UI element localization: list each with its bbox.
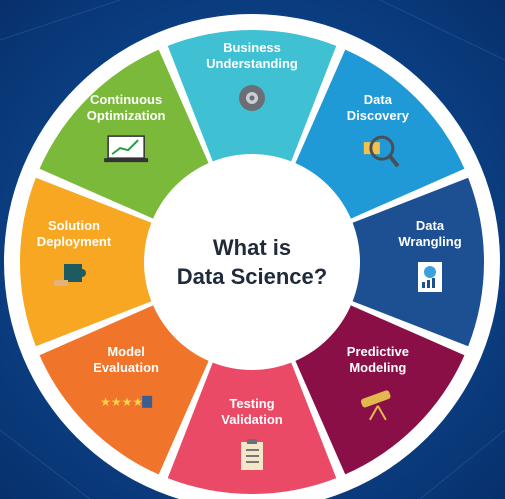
gear-head-icon <box>239 85 265 111</box>
segment-label: Validation <box>221 412 282 427</box>
segment-label: Understanding <box>206 56 298 71</box>
segment-label: Wrangling <box>398 234 461 249</box>
stars-hand-icon: ★★★★ <box>100 395 153 409</box>
segment-continuous-optimization <box>39 49 209 219</box>
icons-layer: ★★★★ <box>54 85 442 470</box>
center-circle <box>147 157 357 367</box>
clipboard-checklist-icon <box>241 439 263 470</box>
segment-label: Discovery <box>347 108 410 123</box>
report-chart-icon <box>418 262 442 292</box>
segment-label: Data <box>416 218 445 233</box>
puzzle-hand-icon <box>54 264 86 286</box>
segment-data-discovery <box>295 49 465 219</box>
magnifier-folder-icon <box>363 135 400 168</box>
segment-label: Predictive <box>347 344 409 359</box>
segment-label: Solution <box>48 218 100 233</box>
segment-label: Data <box>364 92 393 107</box>
laptop-growth-icon <box>104 135 149 163</box>
segments-ring: BusinessUnderstandingDataDiscoveryDataWr… <box>19 30 485 495</box>
telescope-icon <box>360 390 391 421</box>
segment-label: Modeling <box>349 360 406 375</box>
segment-label: Evaluation <box>93 360 159 375</box>
segment-label: Testing <box>229 396 274 411</box>
segment-label: Optimization <box>87 108 166 123</box>
segment-label: Business <box>223 40 281 55</box>
segment-label: Model <box>107 344 145 359</box>
center-title-line2: Data Science? <box>177 264 327 289</box>
segment-label: Continuous <box>90 92 162 107</box>
segment-predictive-modeling <box>295 305 465 475</box>
segment-solution-deployment <box>19 177 152 347</box>
center-title-line1: What is <box>213 235 291 260</box>
segment-model-evaluation <box>39 305 209 475</box>
segment-label: Deployment <box>37 234 112 249</box>
segment-testing-validation <box>167 362 337 495</box>
svg-text:★★★★: ★★★★ <box>100 395 143 409</box>
